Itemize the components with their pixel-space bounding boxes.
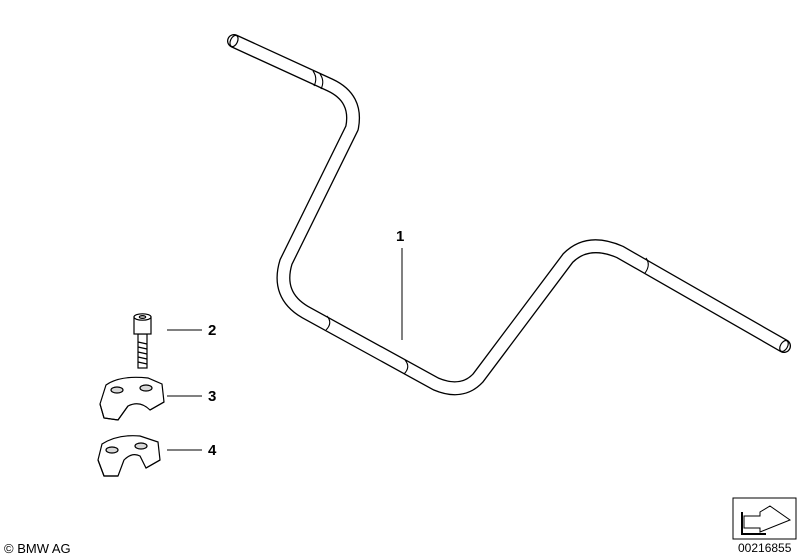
- leader-lines: [167, 248, 403, 451]
- orientation-symbol: [732, 497, 797, 540]
- copyright-text: © BMW AG: [4, 541, 71, 556]
- callout-label-3: 3: [208, 388, 217, 405]
- callout-label-2: 2: [208, 322, 217, 339]
- handlebar: [227, 34, 791, 396]
- callout-label-1: 1: [396, 228, 405, 245]
- clamp-upper: [99, 376, 165, 421]
- clamp-lower: [97, 435, 161, 477]
- diagram-number: 00216855: [738, 541, 792, 555]
- callout-label-4: 4: [208, 442, 217, 459]
- screw: [133, 313, 152, 369]
- handlebar-markings: [312, 70, 649, 375]
